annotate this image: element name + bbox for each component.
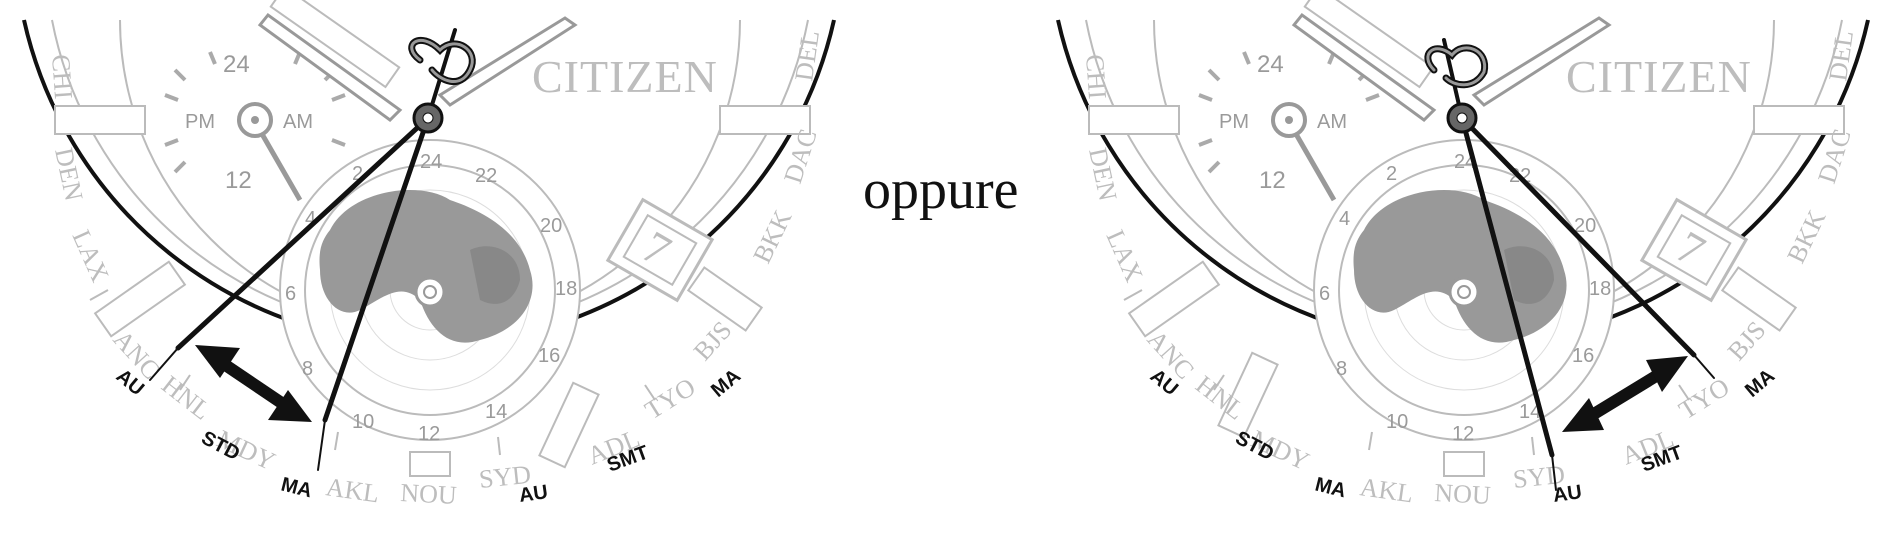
city-hnl-left: HNL (156, 370, 216, 426)
r-subdial-pm: PM (1219, 111, 1249, 133)
globe-num-18: 18 (555, 278, 577, 300)
city-nou-right: NOU (1434, 478, 1492, 510)
subdial-12: 12 (225, 167, 252, 194)
r-globe-num-4: 4 (1339, 208, 1350, 230)
city-tyo-right: TYO (1674, 372, 1735, 425)
r-globe-num-10: 10 (1386, 411, 1408, 433)
right-brand: CITIZEN (1566, 51, 1752, 102)
city-akl-right: AKL (1358, 472, 1415, 508)
right-au-2: AU (1552, 481, 1584, 507)
left-date-window: 7 (605, 197, 715, 303)
r-subdial-am: AM (1317, 111, 1347, 133)
left-au-2: AU (518, 481, 550, 507)
globe-num-10: 10 (352, 411, 374, 433)
globe-num-20: 20 (540, 215, 562, 237)
right-ma-1: MA (1313, 474, 1349, 503)
globe-num-4: 4 (305, 208, 316, 230)
city-akl-left: AKL (324, 472, 381, 508)
right-watch-dial: 24 12 PM AM (1056, 0, 1870, 510)
city-bkk-left: BKK (747, 205, 797, 267)
city-lax-left: LAX (67, 226, 115, 287)
left-alt-hand (175, 115, 431, 351)
left-seconds-hand (322, 115, 431, 423)
city-den-left: DEN (49, 145, 89, 204)
city-syd-right: SYD (1512, 460, 1567, 494)
r-subdial-12: 12 (1259, 167, 1286, 194)
city-del-left: DEL (789, 29, 825, 83)
city-bjs-right: BJS (1722, 315, 1772, 366)
r-subdial-24: 24 (1257, 51, 1284, 78)
left-black-hands (149, 28, 476, 471)
left-brand: CITIZEN (532, 51, 718, 102)
globe-num-8: 8 (302, 358, 313, 380)
subdial-24: 24 (223, 51, 250, 78)
city-nou-left: NOU (400, 478, 458, 510)
subdial-am: AM (283, 111, 313, 133)
city-bjs-left: BJS (688, 315, 738, 366)
city-del-right: DEL (1823, 29, 1859, 83)
right-double-arrow (1562, 356, 1688, 432)
r-globe-num-8: 8 (1336, 358, 1347, 380)
globe-num-6: 6 (285, 283, 296, 305)
separator-word: oppure (863, 159, 1019, 221)
left-main-hands (257, 12, 578, 122)
left-globe: 24 22 20 18 16 14 12 10 8 6 4 2 (279, 139, 581, 445)
r-globe-num-12: 12 (1452, 423, 1474, 445)
r-globe-num-2: 2 (1386, 163, 1397, 185)
right-globe: 24 22 20 18 16 14 12 10 8 6 4 2 (1313, 139, 1615, 445)
right-alt-hand (1459, 115, 1697, 358)
city-chi-right: CHI (1080, 53, 1112, 100)
left-index-bars (54, 0, 811, 477)
city-bkk-right: BKK (1781, 205, 1831, 267)
globe-num-16: 16 (538, 345, 560, 367)
left-watch-dial: 24 12 PM AM (22, 0, 836, 510)
r-globe-num-6: 6 (1319, 283, 1330, 305)
left-ma-1: MA (279, 474, 315, 503)
r-globe-num-18: 18 (1589, 278, 1611, 300)
globe-num-12: 12 (418, 423, 440, 445)
city-den-right: DEN (1083, 145, 1123, 204)
city-tyo-left: TYO (640, 372, 701, 425)
right-seconds-hand (1459, 115, 1555, 458)
right-ma-2: MA (1741, 365, 1779, 402)
city-chi-left: CHI (46, 53, 78, 100)
subdial-pm: PM (185, 111, 215, 133)
r-globe-num-16: 16 (1572, 345, 1594, 367)
globe-num-24: 24 (420, 151, 442, 173)
globe-num-14: 14 (485, 401, 507, 423)
left-subdial: 24 12 PM AM (164, 51, 346, 202)
r-globe-num-14: 14 (1519, 401, 1541, 423)
globe-num-22: 22 (475, 165, 497, 187)
city-lax-right: LAX (1101, 226, 1149, 287)
r-globe-num-20: 20 (1574, 215, 1596, 237)
left-ma-2: MA (707, 365, 745, 402)
right-black-hands (1424, 38, 1715, 491)
left-double-arrow (195, 345, 312, 422)
globe-num-2: 2 (352, 163, 363, 185)
city-syd-left: SYD (478, 460, 533, 494)
